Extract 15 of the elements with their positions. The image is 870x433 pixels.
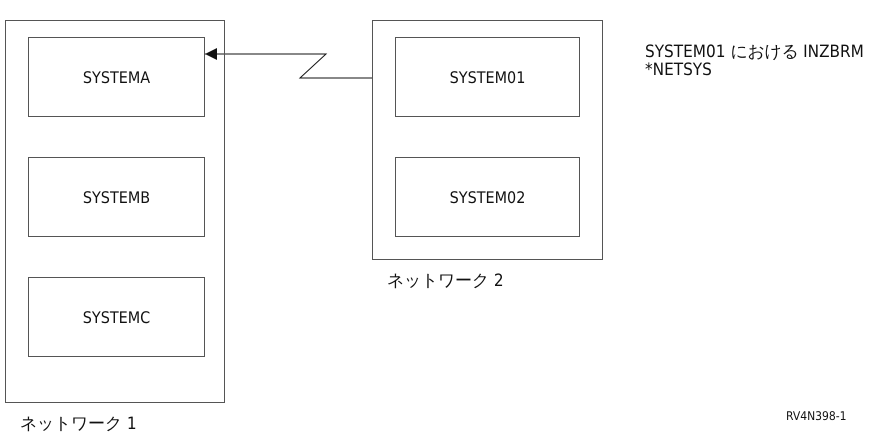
note-text: SYSTEM01 における INZBRM *NETSYS (645, 44, 865, 80)
system-box (28, 157, 205, 237)
system-box (28, 37, 205, 117)
network-label: ネットワーク 1 (20, 413, 137, 433)
system-box (395, 157, 580, 237)
network-label: ネットワーク 2 (387, 270, 504, 292)
system-name: SYSTEMB (82, 188, 150, 206)
system-box (28, 277, 205, 357)
system-name: SYSTEMC (82, 308, 150, 326)
system-name: SYSTEMA (82, 68, 150, 86)
figure-id: RV4N398-1 (786, 410, 848, 423)
system-name: SYSTEM01 (450, 68, 526, 86)
system-box (395, 37, 580, 117)
system-name: SYSTEM02 (450, 188, 526, 206)
connection-arrow (204, 48, 372, 78)
